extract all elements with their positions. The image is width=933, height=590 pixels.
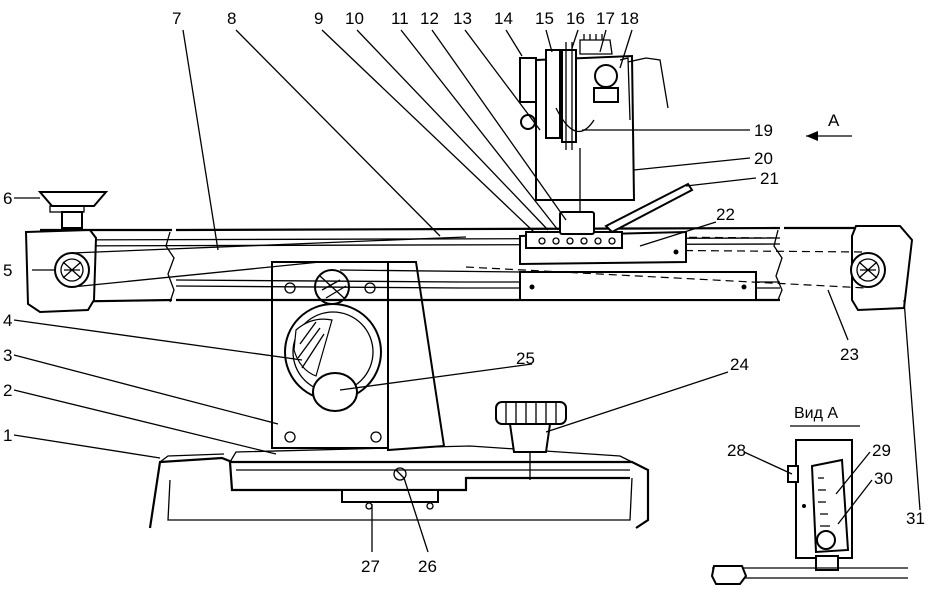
view-arrow bbox=[806, 131, 852, 141]
beam-scale-bar bbox=[519, 271, 757, 301]
view-arrow-label: А bbox=[828, 111, 840, 130]
callout-24: 24 bbox=[730, 355, 749, 374]
callout-21: 21 bbox=[760, 169, 779, 188]
leader-lines bbox=[13, 29, 921, 553]
base-clamp-plate bbox=[341, 489, 439, 503]
callout-10: 10 bbox=[345, 9, 364, 28]
left-end-block bbox=[24, 191, 109, 314]
callout-29: 29 bbox=[872, 441, 891, 460]
base-frame bbox=[148, 445, 650, 529]
cutting-head bbox=[519, 34, 669, 212]
callout-9: 9 bbox=[314, 9, 323, 28]
adjusting-cap bbox=[37, 191, 109, 207]
callout-6: 6 bbox=[3, 189, 12, 208]
callout-17: 17 bbox=[596, 9, 615, 28]
callout-20: 20 bbox=[754, 149, 773, 168]
callout-12: 12 bbox=[420, 9, 439, 28]
view-a-inset bbox=[710, 425, 908, 585]
right-end-block bbox=[850, 225, 914, 312]
callout-7: 7 bbox=[172, 9, 181, 28]
drive-belt bbox=[71, 235, 867, 289]
callout-19: 19 bbox=[754, 121, 773, 140]
clamp-knob bbox=[495, 401, 567, 480]
base-screw bbox=[393, 467, 407, 481]
callout-31: 31 bbox=[906, 509, 925, 528]
callout-23: 23 bbox=[840, 345, 859, 364]
callout-1: 1 bbox=[3, 426, 12, 445]
carriage bbox=[519, 182, 694, 266]
view-a-title: Вид А bbox=[794, 405, 838, 422]
callout-16: 16 bbox=[566, 9, 585, 28]
guide-beam bbox=[39, 226, 856, 304]
callout-8: 8 bbox=[227, 9, 236, 28]
callout-13: 13 bbox=[453, 9, 472, 28]
callout-14: 14 bbox=[494, 9, 513, 28]
callout-labels: 1 2 3 4 5 6 7 8 9 10 11 12 13 14 15 16 1… bbox=[3, 9, 925, 576]
callout-25: 25 bbox=[516, 349, 535, 368]
carriage-clamp bbox=[559, 211, 595, 235]
callout-15: 15 bbox=[535, 9, 554, 28]
callout-5: 5 bbox=[3, 261, 12, 280]
stand bbox=[271, 261, 446, 452]
carriage-arm bbox=[604, 182, 694, 234]
callout-11: 11 bbox=[391, 9, 409, 28]
callout-3: 3 bbox=[3, 346, 12, 365]
eccentric-knob bbox=[312, 372, 358, 412]
callout-22: 22 bbox=[716, 205, 735, 224]
callout-27: 27 bbox=[361, 557, 380, 576]
callout-4: 4 bbox=[3, 311, 12, 330]
callout-26: 26 bbox=[418, 557, 437, 576]
callout-2: 2 bbox=[3, 381, 12, 400]
callout-18: 18 bbox=[620, 9, 639, 28]
callout-28: 28 bbox=[727, 441, 746, 460]
callout-30: 30 bbox=[874, 469, 893, 488]
